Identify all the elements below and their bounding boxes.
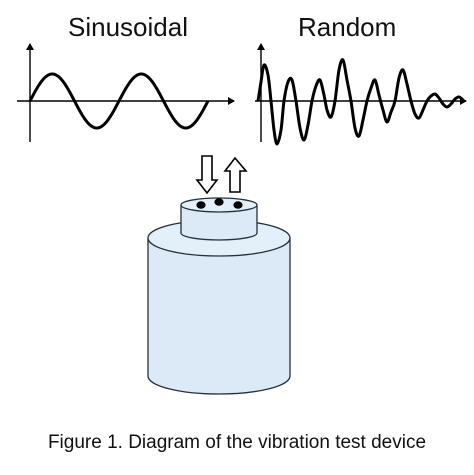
down-arrow-icon [195, 155, 219, 195]
sensor-dot-right [233, 201, 243, 209]
random-title: Random [298, 12, 397, 42]
random-plot [255, 43, 467, 146]
shaker-cylinder [147, 219, 291, 395]
sinusoidal-wave [28, 72, 210, 130]
sensor-dot-center [214, 198, 224, 206]
cylinder-body [147, 238, 291, 395]
random-wave [256, 58, 464, 146]
table-body [180, 205, 258, 241]
figure-caption: Figure 1. Diagram of the vibration test … [47, 432, 427, 453]
sinusoidal-plot [17, 43, 235, 142]
up-arrow-icon [223, 156, 248, 193]
sensor-dot-left [196, 201, 206, 209]
sinusoidal-title: Sinusoidal [68, 12, 188, 42]
